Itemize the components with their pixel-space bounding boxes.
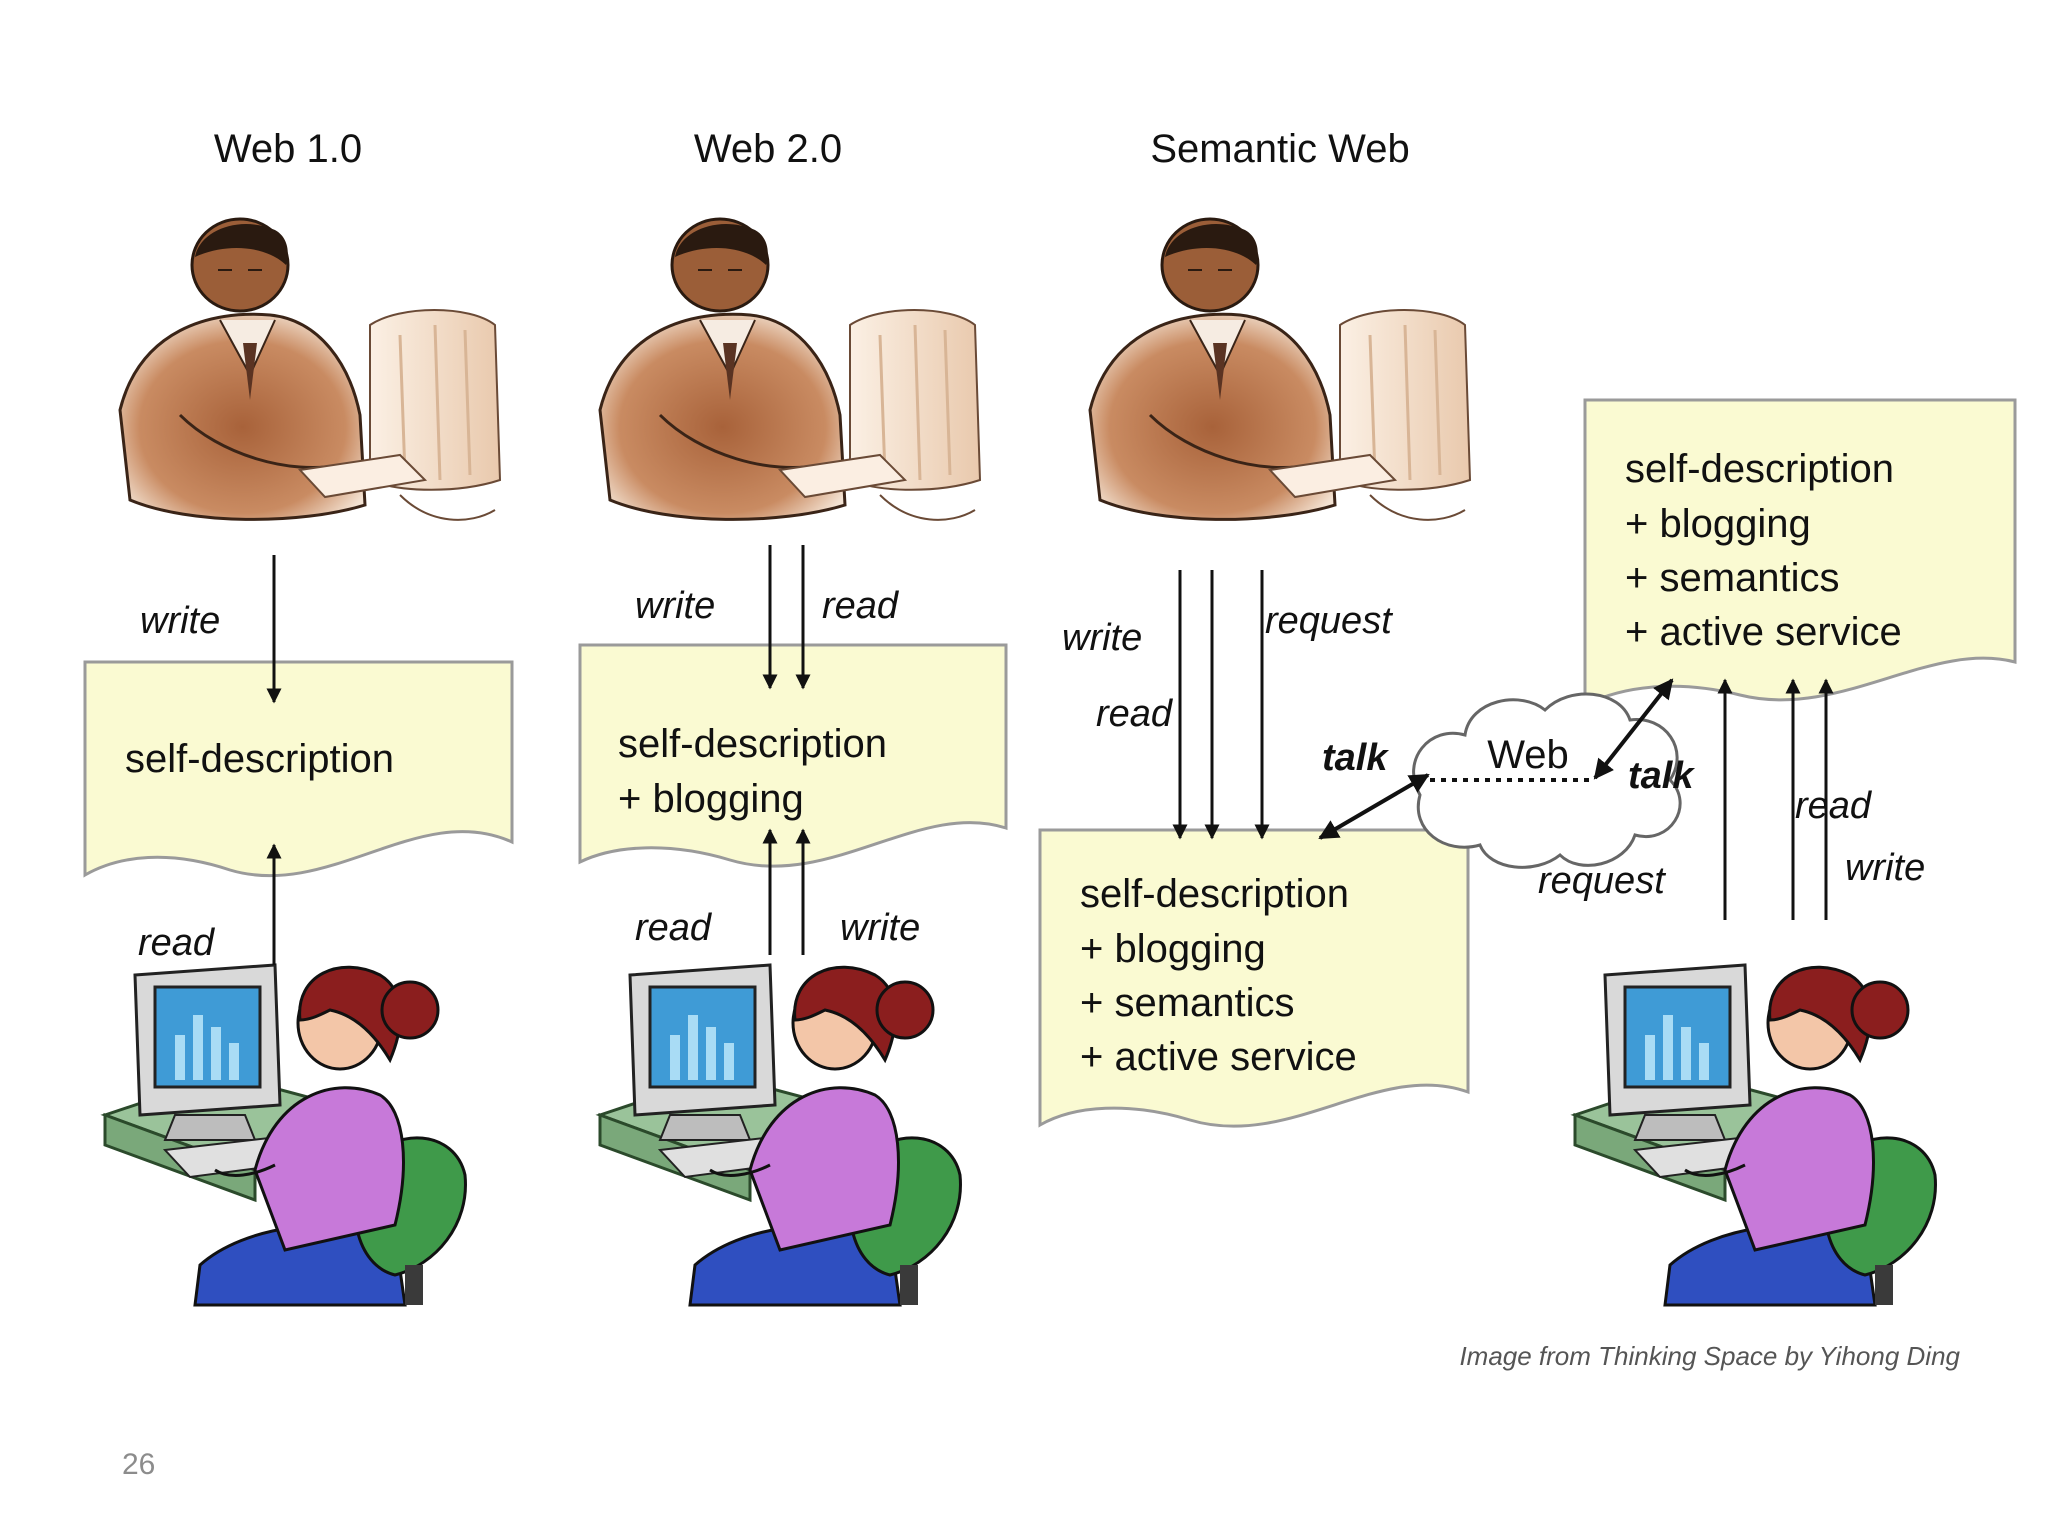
label-right-write: write [1845,847,1925,889]
arrow-talk-right [1593,678,1674,780]
slide-number: 26 [122,1448,156,1481]
document-web1-line-1: self-description [125,737,394,781]
document-semantic-left [1038,828,1470,1128]
document-semantic-right-line-4: + active service [1625,610,1902,654]
label-web2-read-bottom: read [635,907,713,949]
document-web2-line-2: + blogging [618,777,804,821]
document-semantic-left-line-3: + semantics [1080,981,1295,1025]
label-cloud-web: Web [1487,733,1569,777]
female-user-web2-illustration [598,963,962,1307]
female-user-semantic-illustration [1573,963,1937,1307]
document-web2-line-1: self-description [618,722,887,766]
label-talk-right: talk [1628,755,1695,797]
label-web2-read-top: read [822,585,900,627]
document-web1 [83,660,514,878]
label-web1-write: write [140,600,220,642]
document-semantic-right-line-2: + blogging [1625,502,1811,546]
column-title-web2: Web 2.0 [694,127,842,171]
label-web1-read: read [138,922,216,964]
female-user-web1-illustration [103,963,467,1307]
document-web2 [578,643,1008,868]
label-semantic-request: request [1265,600,1393,642]
label-right-read: read [1795,785,1873,827]
column-title-web1: Web 1.0 [214,127,362,171]
column-title-semantic-web: Semantic Web [1150,127,1409,171]
document-semantic-right [1583,398,2017,708]
male-user-web1-illustration [118,217,502,522]
document-semantic-left-line-4: + active service [1080,1035,1357,1079]
label-web2-write-bottom: write [840,907,920,949]
male-user-web2-illustration [598,217,982,522]
label-web2-write-top: write [635,585,715,627]
male-user-semantic-illustration [1088,217,1472,522]
document-semantic-left-line-1: self-description [1080,872,1349,916]
label-right-request: request [1538,860,1666,902]
document-semantic-right-line-3: + semantics [1625,556,1840,600]
document-semantic-right-line-1: self-description [1625,447,1894,491]
label-semantic-write: write [1062,617,1142,659]
label-talk-left: talk [1322,737,1389,779]
image-credit: Image from Thinking Space by Yihong Ding [1459,1341,1960,1371]
document-semantic-left-line-2: + blogging [1080,927,1266,971]
arrow-talk-left [1318,773,1430,840]
label-semantic-read: read [1096,693,1174,735]
